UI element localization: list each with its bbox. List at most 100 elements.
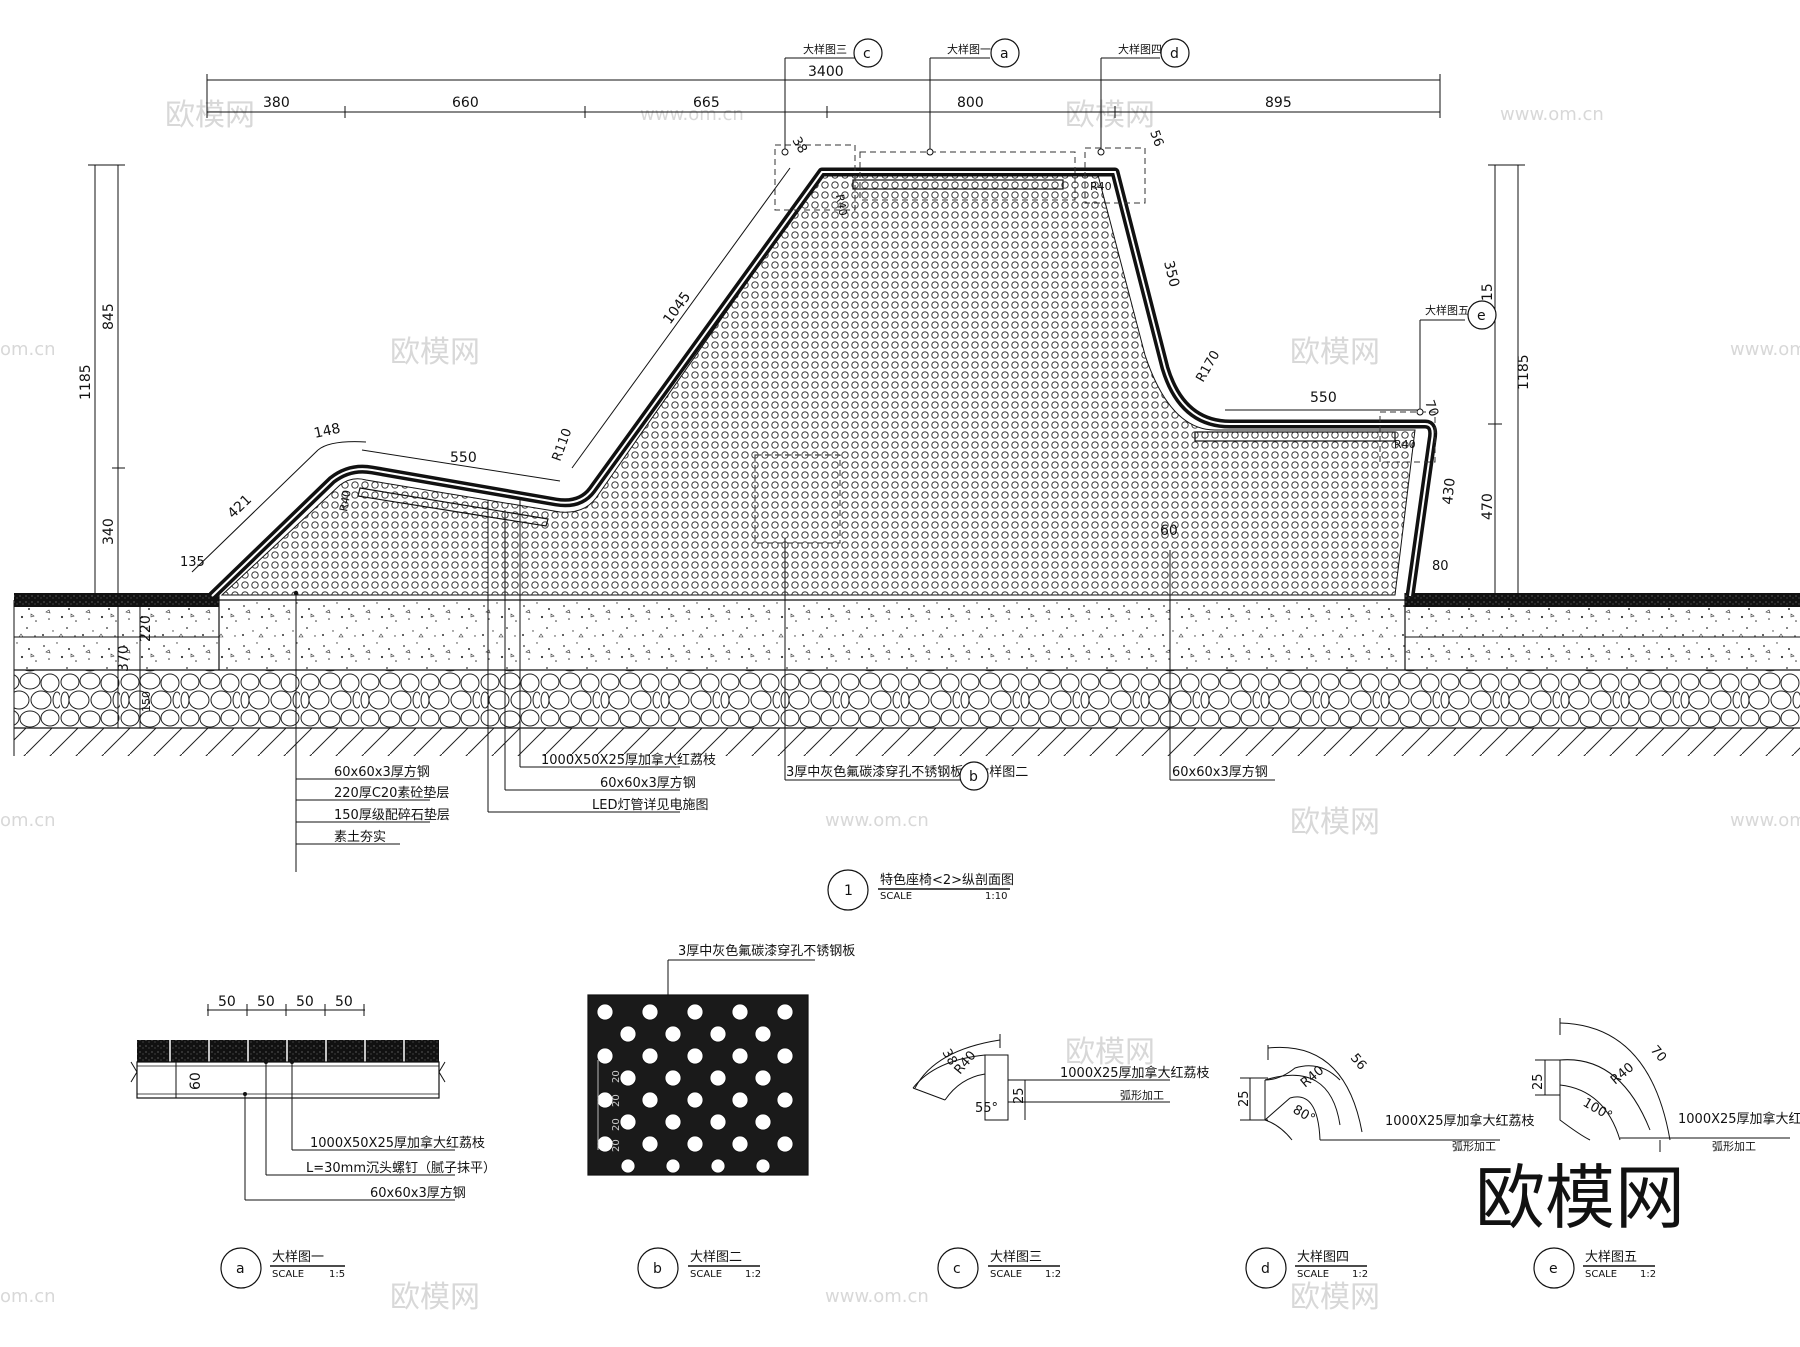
section-scale-word: SCALE [880,891,912,902]
dim-r40: R40 [833,193,850,217]
detail-c-letter: c [953,1261,961,1277]
detail-a-note-stone: 1000X50X25厚加拿大红荔枝 [310,1135,485,1151]
watermark-brand: 欧模网 [1065,1035,1155,1070]
section-number: 1 [844,883,853,899]
dim-left-upper: 845 [101,303,117,330]
dim-slope-421: 421 [225,492,255,522]
callout-e-label: 大样图五 [1425,303,1469,317]
detail-a-dim: 50 [257,994,275,1010]
callout-c-circle [853,38,883,68]
perforated-panel [220,174,1416,596]
detail-a-steel [136,1061,440,1099]
dim-r110: R110 [550,426,576,463]
watermark-url: om.cn [0,810,56,831]
detail-e-dim-25: 25 [1531,1073,1546,1090]
dim-top-3: 665 [693,95,720,111]
callout-c-letter: c [863,46,871,62]
callout-c-label: 大样图三 [803,42,847,56]
dim-left-total: 1185 [78,364,94,400]
dim-top-1: 380 [263,95,290,111]
dim-seat-550-right: 550 [1310,390,1337,406]
led-strip [852,179,1064,190]
detail-e-scale: 1:2 [1640,1269,1656,1280]
detail-a-dim-60: 60 [188,1072,204,1090]
paving-right [1405,593,1800,607]
detail-b-dim: 20 [611,1118,622,1131]
detail-d-letter: d [1261,1261,1270,1277]
dim-r40: R40 [337,489,354,513]
detail-e-note-stone: 1000X25厚加拿大红荔枝 [1678,1111,1800,1127]
detail-a-circle [220,1247,262,1289]
watermark-url: www.om.cn [1730,810,1800,831]
dim-right-total: 1185 [1516,354,1532,390]
watermark-brand-large: 欧模网 [1475,1157,1685,1239]
detail-e-dim-70: 70 [1647,1043,1669,1065]
note-mid-stone: 1000X50X25厚加拿大红荔枝 [541,752,716,768]
dim-60: 60 [1160,523,1178,539]
note-left-soil: 素土夯实 [334,830,386,845]
callout-a-label: 大样图一 [947,42,991,56]
dim-top-5: 895 [1265,95,1292,111]
detail-d-scale-word: SCALE [1297,1269,1329,1280]
watermark-url: www.om.cn [640,104,744,125]
detail-d-circle [1245,1247,1287,1289]
detail-c: 38 R40 55° 25 1000X25厚加拿大红荔枝 弧形加工 c 大样图三… [912,1034,1210,1289]
detail-d-title: 大样图四 [1297,1250,1349,1265]
led-strip [1194,431,1396,442]
watermark-url: om.cn [0,1286,56,1307]
dim-top-2: 660 [452,95,479,111]
note-perforated-plate: 3厚中灰色氟碳漆穿孔不锈钢板，大样图二 [786,764,1028,780]
detail-b-dim: 20 [611,1070,622,1083]
detail-b-scale: 1:2 [745,1269,761,1280]
detail-c-scale-word: SCALE [990,1269,1022,1280]
dim-r40: R40 [1394,438,1416,451]
detail-a-dim: 50 [335,994,353,1010]
callout-d-letter: d [1170,46,1179,62]
watermark-url: www.om.cn [825,1286,929,1307]
detail-c-dim-55: 55° [975,1101,998,1116]
detail-d-scale: 1:2 [1352,1269,1368,1280]
watermark-brand: 欧模网 [1290,1280,1380,1315]
detail-a-title: 大样图一 [272,1250,324,1265]
dim-r170: R170 [1193,348,1223,385]
dim-80: 80 [1432,559,1449,574]
detail-b: 3厚中灰色氟碳漆穿孔不锈钢板 20 20 20 20 b 大样图二 SCALE … [587,943,855,1289]
detail-c-title: 大样图三 [990,1250,1042,1265]
detail-d-note-curve: 弧形加工 [1452,1139,1496,1153]
dim-70: 70 [1421,398,1441,419]
note-left-gravel: 150厚级配碎石垫层 [334,807,450,823]
detail-a-note-steel: 60x60x3厚方钢 [370,1185,466,1201]
dim-base-concrete: 220 [138,615,154,642]
dim-right-lower: 470 [1480,493,1496,520]
concrete-layer [14,600,1800,670]
watermark-brand: 欧模网 [165,98,255,133]
note-right-steel: 60x60x3厚方钢 [1172,764,1268,780]
dim-slope-1045: 1045 [660,289,694,327]
detail-b-note: 3厚中灰色氟碳漆穿孔不锈钢板 [678,943,855,959]
detail-a-scale-word: SCALE [272,1269,304,1280]
dim-350: 350 [1160,259,1182,289]
watermark-brand: 欧模网 [390,335,480,370]
detail-e-note-curve: 弧形加工 [1712,1139,1756,1153]
detail-b-scale-word: SCALE [690,1269,722,1280]
section-title: 特色座椅<2>纵剖面图 [880,872,1014,888]
dim-135: 135 [180,555,205,570]
soil-layer [14,728,1800,756]
callout-b-circle [959,761,989,791]
detail-d-dim-56: 56 [1347,1051,1369,1073]
detail-e-dim-100: 100° [1580,1095,1615,1124]
detail-e-scale-word: SCALE [1585,1269,1617,1280]
callout-a-circle [990,38,1020,68]
section-scale: 1:10 [985,891,1007,902]
note-mid-led: LED灯管详见电施图 [592,798,708,813]
detail-a-note-screw: L=30mm沉头螺钉（腻子抹平） [306,1161,496,1176]
paving-left [14,593,219,607]
watermark-url: www.om.cn [825,810,929,831]
detail-b-holes [596,1003,794,1174]
callout-b-letter: b [969,769,978,785]
watermark-brand: 欧模网 [1065,98,1155,133]
detail-b-letter: b [653,1261,662,1277]
dim-base-total: 370 [116,645,132,672]
watermark-brand: 欧模网 [1290,335,1380,370]
